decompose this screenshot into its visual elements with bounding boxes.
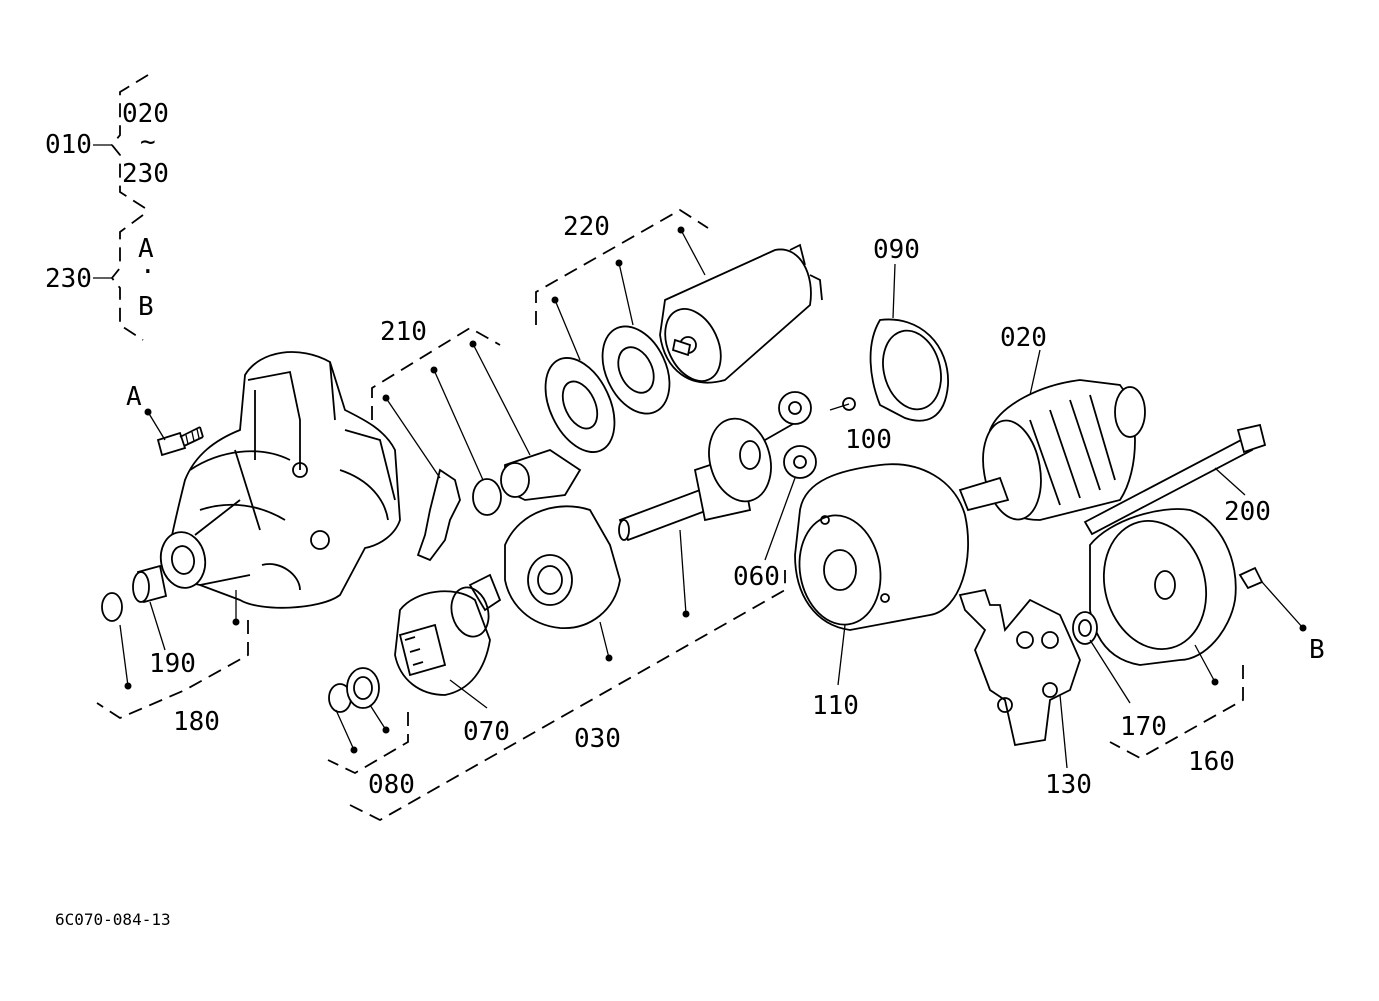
callout-070: 070 — [463, 717, 510, 747]
part-030-clutch-assembly — [504, 417, 801, 629]
part-220-magnetic-switch — [544, 243, 823, 453]
callout-180: 180 — [173, 707, 220, 737]
callout-220: 220 — [563, 212, 610, 242]
part-110-yoke — [794, 463, 969, 631]
legend-assembly-number: 010 — [45, 130, 92, 160]
legend-sub-number: 230 — [45, 264, 92, 294]
callout-130: 130 — [1045, 770, 1092, 800]
drawing-code: 6C070-084-13 — [55, 910, 171, 929]
legend-range-end: 230 — [122, 159, 169, 189]
part-070-pinion-clutch — [394, 586, 491, 696]
part-190-bushing — [101, 564, 168, 622]
part-180-front-housing — [156, 351, 401, 609]
callout-030: 030 — [574, 724, 621, 754]
callout-100: 100 — [845, 425, 892, 455]
callout-110: 110 — [812, 691, 859, 721]
callout-080: 080 — [368, 770, 415, 800]
legend-sub-dot: · — [140, 257, 156, 287]
callout-160: 160 — [1188, 747, 1235, 777]
part-160-rear-cover — [1072, 508, 1264, 666]
callout-060: 060 — [733, 562, 780, 592]
callout-ref-b: B — [1309, 635, 1325, 665]
part-090-cover — [869, 318, 949, 422]
callout-020: 020 — [1000, 323, 1047, 353]
part-200-through-bolt — [1083, 423, 1267, 536]
callout-200: 200 — [1224, 497, 1271, 527]
legend-sub-b: B — [138, 292, 154, 322]
part-210-shift-lever — [416, 449, 582, 612]
legend-range-start: 020 — [122, 99, 169, 129]
callout-labels: A 210 220 090 020 100 200 060 B 190 110 … — [126, 212, 1325, 800]
callout-170: 170 — [1120, 712, 1167, 742]
assembly-legend: 010 020 ~ 230 230 A · B — [45, 74, 169, 341]
callout-210: 210 — [380, 317, 427, 347]
part-060-gears — [778, 391, 856, 479]
legend-range-tilde: ~ — [140, 127, 156, 157]
callout-ref-a: A — [126, 382, 142, 412]
legend-sub-a: A — [138, 234, 154, 264]
callout-090: 090 — [873, 235, 920, 265]
callout-190: 190 — [149, 649, 196, 679]
part-080-ring-set — [328, 667, 380, 713]
leader-lines — [96, 208, 1307, 822]
part-020-armature — [958, 379, 1146, 521]
